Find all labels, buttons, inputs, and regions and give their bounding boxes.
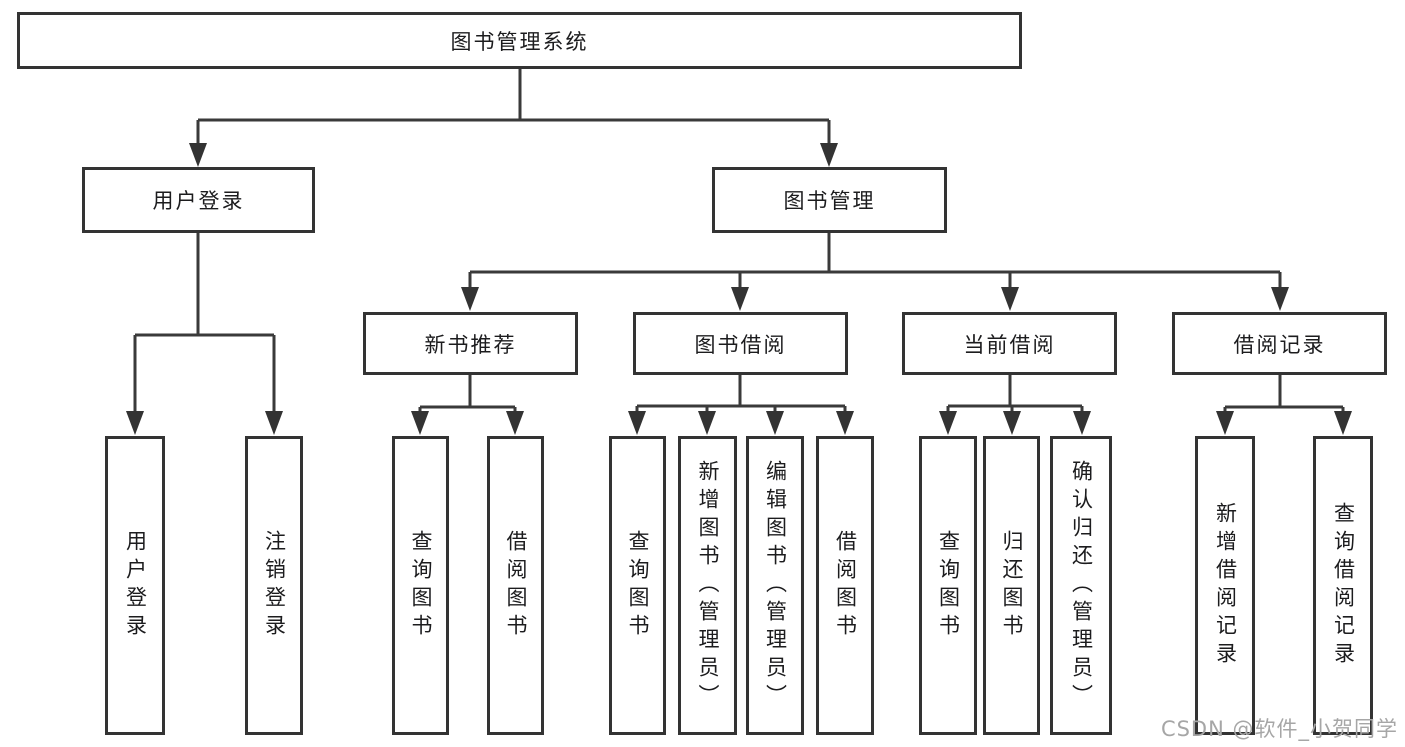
node-user-login: 用户登录 [82,167,315,233]
leaf-query-books-borrow-label: 查询图书 [626,529,650,642]
leaf-confirm-return-admin-label: 确认归还（管理员） [1069,459,1094,712]
node-root-label: 图书管理系统 [450,29,589,54]
csdn-watermark: CSDN @软件_小贺同学 [1160,717,1398,741]
leaf-query-books-recommend: 查询图书 [392,436,449,735]
node-new-book-recommend: 新书推荐 [363,312,578,375]
leaf-query-books-current-label: 查询图书 [936,529,961,642]
node-user-login-label: 用户登录 [152,189,245,213]
leaf-user-login: 用户登录 [105,436,165,735]
node-new-book-recommend-label: 新书推荐 [424,332,517,357]
leaf-add-borrow-record-label: 新增借阅记录 [1213,501,1238,670]
leaf-borrow-books: 借阅图书 [816,436,874,735]
leaf-user-login-label: 用户登录 [123,529,148,642]
node-book-management: 图书管理 [712,167,947,233]
node-book-borrow: 图书借阅 [633,312,848,375]
node-book-management-label: 图书管理 [783,189,876,213]
leaf-edit-book-admin: 编辑图书（管理员） [746,436,804,735]
node-current-borrow: 当前借阅 [902,312,1117,375]
leaf-borrow-books-label: 借阅图书 [833,529,858,642]
leaf-borrow-books-recommend-label: 借阅图书 [504,529,528,642]
leaf-query-books-current: 查询图书 [919,436,977,735]
leaf-add-book-admin-label: 新增图书（管理员） [696,459,720,712]
leaf-query-borrow-record: 查询借阅记录 [1313,436,1373,735]
leaf-borrow-books-recommend: 借阅图书 [487,436,544,735]
leaf-add-book-admin: 新增图书（管理员） [678,436,737,735]
arrowheads [126,143,1352,435]
node-book-borrow-label: 图书借阅 [694,332,787,357]
leaf-add-borrow-record: 新增借阅记录 [1195,436,1255,735]
leaf-query-books-recommend-label: 查询图书 [409,529,433,642]
leaf-return-book-label: 归还图书 [1000,529,1024,642]
leaf-confirm-return-admin: 确认归还（管理员） [1050,436,1112,735]
node-root: 图书管理系统 [17,12,1022,69]
node-current-borrow-label: 当前借阅 [963,332,1056,357]
leaf-return-book: 归还图书 [983,436,1040,735]
leaf-edit-book-admin-label: 编辑图书（管理员） [763,459,788,712]
node-borrow-records-label: 借阅记录 [1233,332,1326,357]
leaf-query-borrow-record-label: 查询借阅记录 [1331,501,1356,670]
leaf-logout: 注销登录 [245,436,303,735]
leaf-query-books-borrow: 查询图书 [609,436,666,735]
node-borrow-records: 借阅记录 [1172,312,1387,375]
leaf-logout-label: 注销登录 [262,529,287,642]
